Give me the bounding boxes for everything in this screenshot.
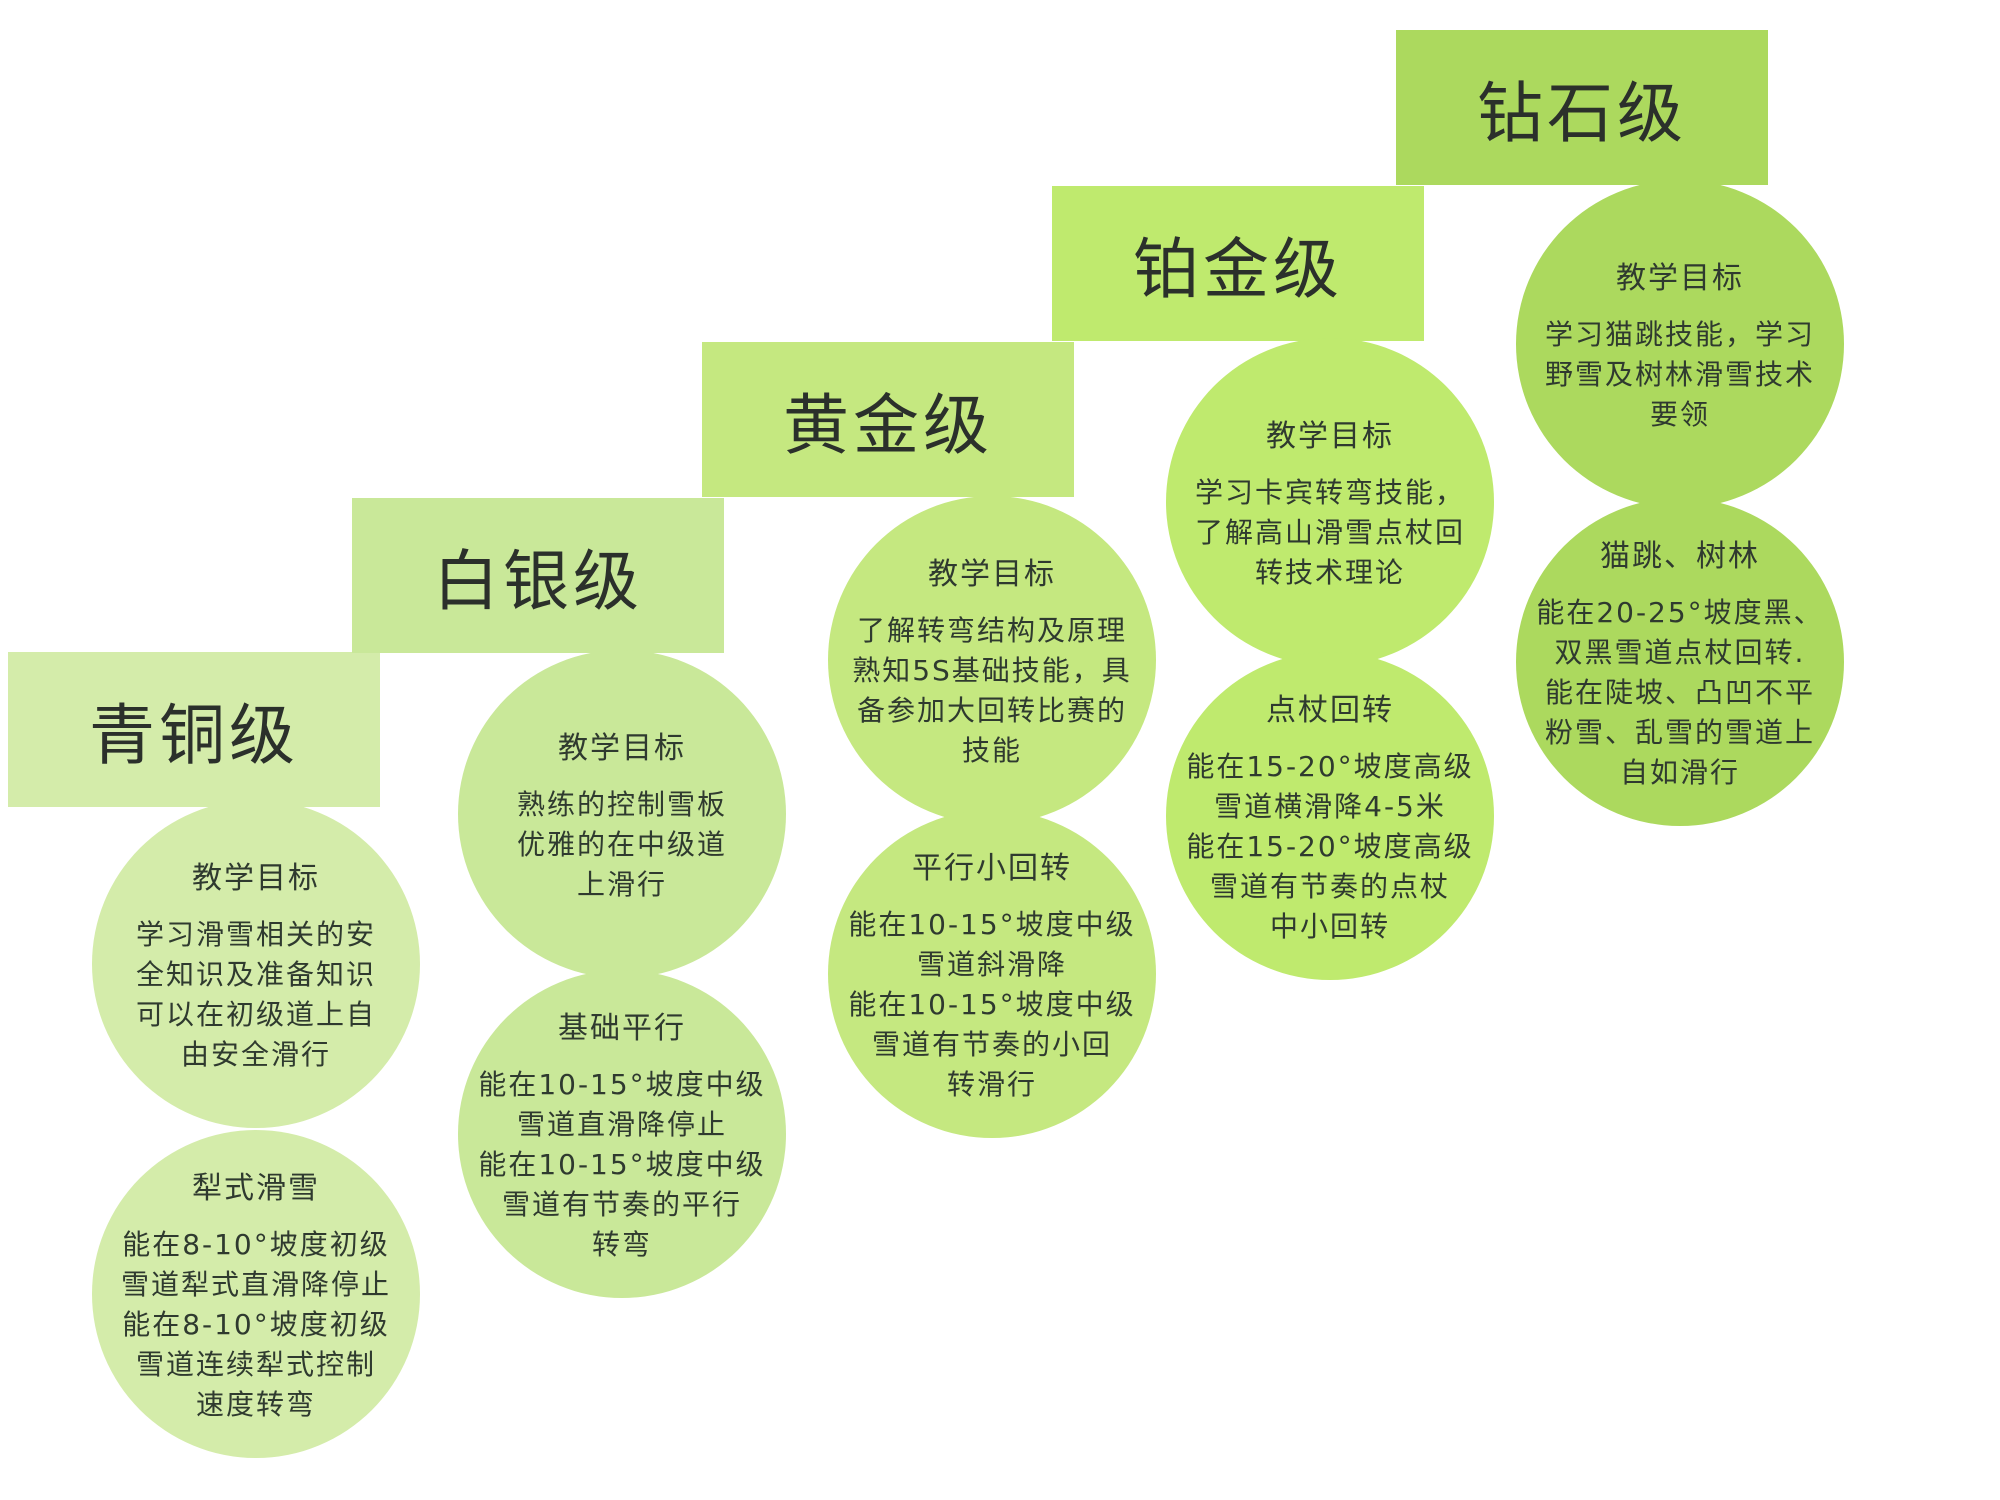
circle-title: 教学目标 (1266, 419, 1394, 454)
skill-circle: 点杖回转 能在15-20°坡度高级 雪道横滑降4-5米 能在15-20°坡度高级… (1166, 652, 1494, 980)
teaching-goal-circle: 教学目标 学习卡宾转弯技能， 了解高山滑雪点杖回 转技术理论 (1166, 338, 1494, 666)
level-title-box: 铂金级 (1052, 186, 1424, 341)
circle-text: 能在10-15°坡度中级 雪道直滑降停止 能在10-15°坡度中级 雪道有节奏的… (478, 1068, 766, 1261)
skill-circle: 犁式滑雪 能在8-10°坡度初级 雪道犁式直滑降停止 能在8-10°坡度初级 雪… (92, 1130, 420, 1458)
circle-title: 基础平行 (558, 1011, 686, 1046)
circle-text: 能在10-15°坡度中级 雪道斜滑降 能在10-15°坡度中级 雪道有节奏的小回… (848, 908, 1136, 1101)
circle-text: 学习滑雪相关的安 全知识及准备知识 可以在初级道上自 由安全滑行 (135, 918, 376, 1071)
circle-title: 教学目标 (928, 557, 1056, 592)
circle-text: 能在8-10°坡度初级 雪道犁式直滑降停止 能在8-10°坡度初级 雪道连续犁式… (120, 1228, 391, 1421)
circle-title: 犁式滑雪 (192, 1171, 320, 1206)
skill-circle: 猫跳、树林 能在20-25°坡度黑、 双黑雪道点杖回转. 能在陡坡、凸凹不平 粉… (1516, 498, 1844, 826)
circle-text: 了解转弯结构及原理 熟知5S基础技能，具 备参加大回转比赛的 技能 (852, 614, 1132, 767)
circle-title: 教学目标 (1616, 261, 1744, 296)
level-title-box: 白银级 (352, 498, 724, 653)
circle-text: 学习猫跳技能，学习 野雪及树林滑雪技术 要领 (1544, 318, 1815, 431)
teaching-goal-circle: 教学目标 学习滑雪相关的安 全知识及准备知识 可以在初级道上自 由安全滑行 (92, 800, 420, 1128)
circle-title: 平行小回转 (912, 851, 1072, 886)
circle-title: 点杖回转 (1266, 693, 1394, 728)
teaching-goal-circle: 教学目标 学习猫跳技能，学习 野雪及树林滑雪技术 要领 (1516, 180, 1844, 508)
circle-title: 教学目标 (192, 861, 320, 896)
circle-text: 学习卡宾转弯技能， 了解高山滑雪点杖回 转技术理论 (1194, 476, 1465, 589)
skill-circle: 平行小回转 能在10-15°坡度中级 雪道斜滑降 能在10-15°坡度中级 雪道… (828, 810, 1156, 1138)
level-title-box: 黄金级 (702, 342, 1074, 497)
circle-title: 猫跳、树林 (1600, 539, 1760, 574)
circle-text: 能在15-20°坡度高级 雪道横滑降4-5米 能在15-20°坡度高级 雪道有节… (1186, 750, 1474, 943)
teaching-goal-circle: 教学目标 熟练的控制雪板 优雅的在中级道 上滑行 (458, 650, 786, 978)
circle-title: 教学目标 (558, 731, 686, 766)
circle-text: 能在20-25°坡度黑、 双黑雪道点杖回转. 能在陡坡、凸凹不平 粉雪、乱雪的雪… (1536, 596, 1824, 789)
skill-circle: 基础平行 能在10-15°坡度中级 雪道直滑降停止 能在10-15°坡度中级 雪… (458, 970, 786, 1298)
teaching-goal-circle: 教学目标 了解转弯结构及原理 熟知5S基础技能，具 备参加大回转比赛的 技能 (828, 496, 1156, 824)
circle-text: 熟练的控制雪板 优雅的在中级道 上滑行 (516, 788, 727, 901)
level-title-box: 钻石级 (1396, 30, 1768, 185)
level-title-box: 青铜级 (8, 652, 380, 807)
